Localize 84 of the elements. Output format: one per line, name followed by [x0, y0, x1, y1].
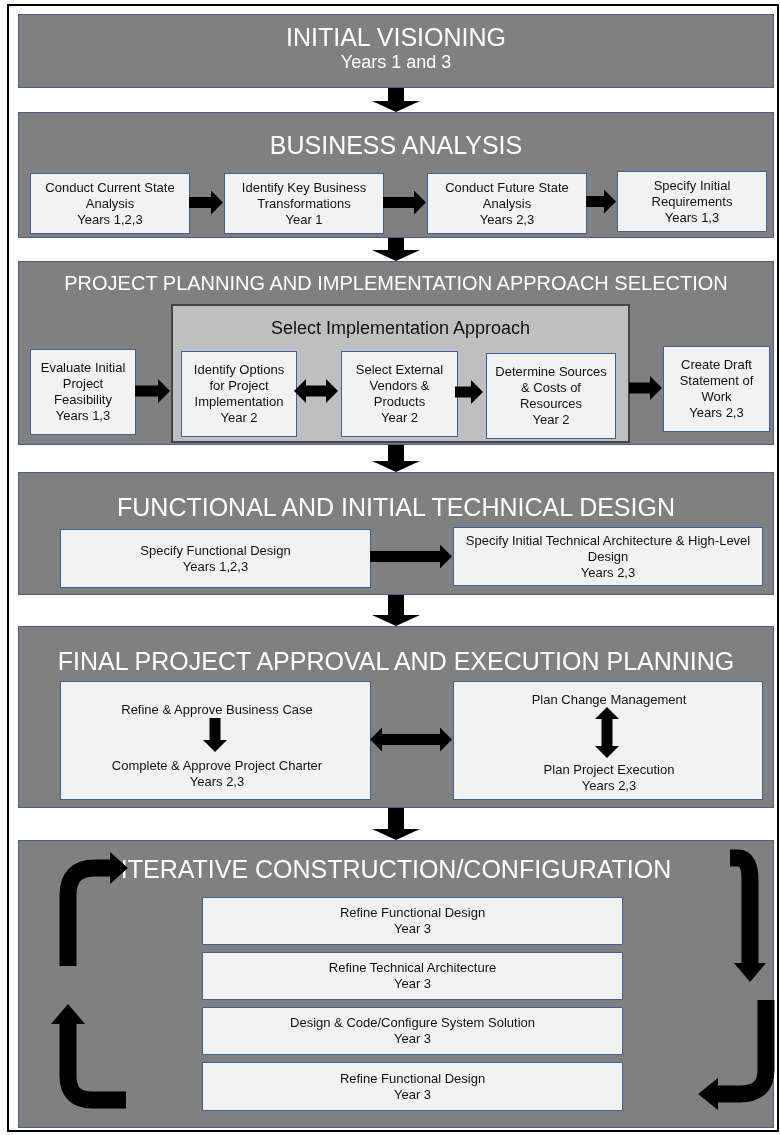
year-label: Year 2	[532, 412, 570, 428]
year-label: Year 2	[220, 410, 258, 426]
year-label: Years 1,3	[664, 209, 720, 226]
task-title: Refine & Approve Business Case	[121, 702, 313, 718]
year-label: Year 3	[393, 1086, 432, 1103]
section-title: PROJECT PLANNING AND IMPLEMENTATION APPROACH SELECTION	[64, 272, 728, 295]
year-label: Years 2,3	[689, 405, 744, 421]
year-label: Years 2,3	[581, 778, 637, 794]
section-subtitle: Years 1 and 3	[340, 51, 452, 74]
task-box	[453, 527, 763, 586]
arrow	[629, 376, 662, 400]
task-title: Specify Initial Requirements	[650, 177, 734, 210]
task-box	[224, 173, 384, 234]
group-title: Select Implementation Approach	[270, 318, 531, 339]
year-label: Year 1	[285, 211, 323, 228]
task-title: Refine Technical Architecture	[328, 960, 497, 976]
task-title: Conduct Future State Analysis	[444, 179, 570, 212]
task-title: Plan Change Management	[531, 692, 687, 708]
task-box	[486, 353, 616, 439]
task-box	[60, 529, 371, 588]
group-panel	[171, 304, 630, 443]
task-title: Select External Vendors & Products	[354, 362, 445, 410]
stage-band	[18, 112, 774, 238]
year-label: Years 2,3	[580, 564, 636, 581]
year-label: Years 1,2,3	[77, 211, 143, 228]
task-box	[341, 351, 458, 437]
task-title: Identify Key Business Transformations	[240, 179, 368, 212]
task-title: Conduct Current State Analysis	[44, 179, 176, 212]
arrow	[372, 595, 420, 626]
double-arrow	[595, 707, 619, 758]
arrow	[586, 189, 616, 214]
year-label: Year 2	[380, 410, 419, 426]
section-title: ITERATIVE CONSTRUCTION/CONFIGURATION	[120, 855, 672, 884]
section-title: BUSINESS ANALYSIS	[269, 131, 523, 160]
task-title: Specify Functional Design	[140, 542, 291, 559]
arrow	[189, 190, 223, 215]
arrow	[372, 238, 420, 261]
task-box	[617, 171, 767, 232]
task-box	[453, 681, 763, 800]
task-box	[202, 1007, 623, 1055]
arrow	[370, 544, 452, 569]
stage-band	[18, 472, 774, 595]
year-label: Years 1,2,3	[182, 558, 249, 575]
double-arrow	[294, 379, 338, 403]
stage-band	[18, 14, 774, 88]
task-title: Complete & Approve Project Charter	[111, 758, 323, 774]
task-title: Plan Project Execution	[543, 762, 675, 778]
task-title: Evaluate Initial Project Feasibility	[39, 360, 127, 408]
section-title: FUNCTIONAL AND INITIAL TECHNICAL DESIGN	[117, 493, 675, 522]
year-label: Year 3	[393, 1031, 432, 1047]
task-box	[202, 897, 623, 945]
task-box	[427, 173, 587, 234]
task-box	[663, 346, 770, 432]
task-title: Create Draft Statement of Work	[678, 357, 755, 405]
task-box	[181, 351, 297, 437]
year-label: Year 3	[393, 921, 432, 937]
year-label: Years 2,3	[479, 211, 535, 228]
task-box	[202, 1062, 623, 1111]
arrow	[383, 190, 426, 215]
arrow	[455, 380, 483, 404]
task-title: Identify Options for Project Implementation	[192, 362, 286, 410]
section-title: INITIAL VISIONING	[286, 23, 506, 52]
arrow	[203, 718, 227, 752]
double-arrow	[370, 727, 452, 752]
task-title: Refine Functional Design	[339, 905, 486, 921]
task-title: Refine Functional Design	[339, 1070, 486, 1087]
stage-band	[18, 626, 774, 808]
arrow	[372, 808, 420, 840]
arrow	[372, 88, 420, 112]
year-label: Years 2,3	[189, 774, 245, 790]
task-box	[202, 952, 623, 1000]
year-label: Year 3	[393, 976, 432, 992]
year-label: Years 1,3	[55, 408, 111, 424]
task-box	[30, 173, 190, 234]
arrow	[372, 445, 420, 472]
task-title: Determine Sources & Costs of Resources	[494, 364, 608, 412]
task-title: Specify Initial Technical Architecture & High-Level Design	[464, 532, 752, 565]
task-box	[30, 349, 136, 435]
stage-band	[18, 840, 774, 1128]
task-box	[60, 681, 371, 800]
stage-band	[18, 261, 774, 445]
arrow	[135, 379, 170, 403]
section-title: FINAL PROJECT APPROVAL AND EXECUTION PLANNING	[57, 647, 735, 676]
task-title: Design & Code/Configure System Solution	[290, 1015, 535, 1031]
